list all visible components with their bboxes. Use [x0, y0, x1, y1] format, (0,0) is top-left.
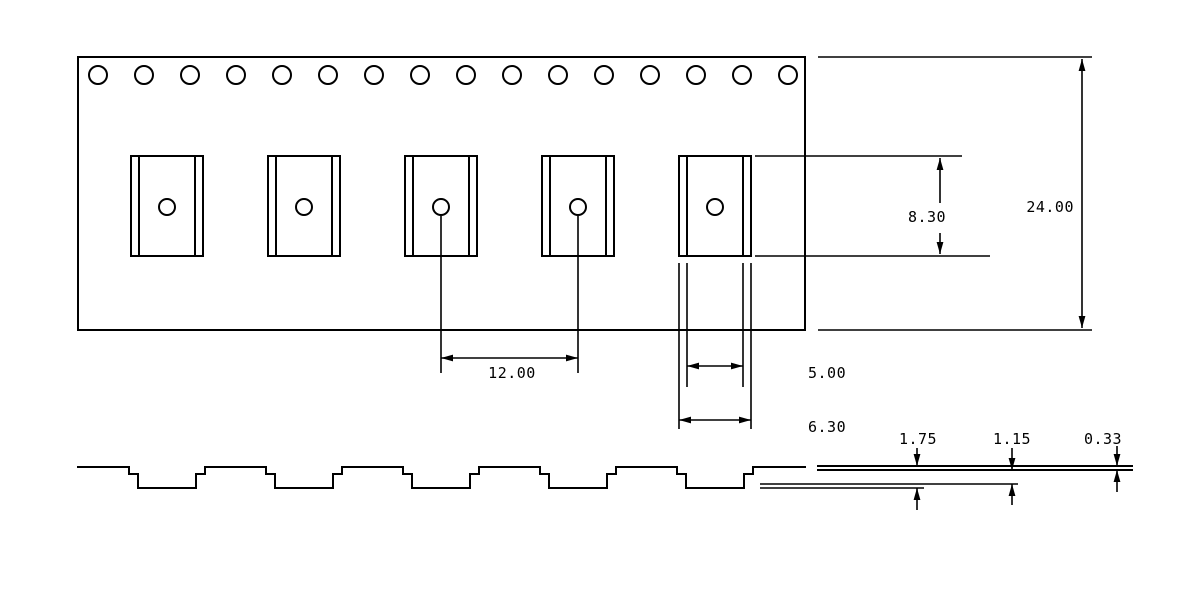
dim-label-inner-depth: 1.15 — [993, 430, 1031, 448]
pocket — [130, 155, 204, 257]
dim-label-pocket-depth: 1.75 — [899, 430, 937, 448]
pocket-outline — [678, 155, 752, 257]
dim-inner-depth: 1.15 — [993, 430, 1031, 505]
dim-pocket-outer-width: 6.30 — [678, 263, 846, 436]
sprocket-hole — [226, 65, 246, 85]
sprocket-hole — [272, 65, 292, 85]
pocket-center-hole — [295, 198, 313, 216]
sprocket-hole — [548, 65, 568, 85]
dim-pocket-pitch: 12.00 — [440, 216, 579, 382]
dim-label-pocket-inner-width: 5.00 — [808, 364, 846, 382]
dim-label-pocket-outer-width: 6.30 — [808, 418, 846, 436]
sprocket-hole-row — [88, 65, 798, 85]
dim-label-pocket-pitch: 12.00 — [488, 364, 536, 382]
tape-section-profile — [77, 466, 806, 489]
dim-pocket-inner-width: 5.00 — [686, 263, 846, 387]
dim-pocket-depth: 1.75 — [899, 430, 937, 510]
side-view — [77, 465, 1133, 489]
sprocket-hole — [686, 65, 706, 85]
sprocket-hole — [594, 65, 614, 85]
sprocket-hole — [732, 65, 752, 85]
pocket-center-hole — [706, 198, 724, 216]
dim-tape-thickness: 0.33 — [1084, 430, 1122, 492]
dim-label-pocket-span: 8.30 — [908, 208, 946, 226]
sprocket-hole — [502, 65, 522, 85]
pocket-center-hole — [432, 198, 450, 216]
pocket-outline — [267, 155, 341, 257]
sprocket-hole — [180, 65, 200, 85]
sprocket-hole — [640, 65, 660, 85]
sprocket-hole — [364, 65, 384, 85]
pocket — [267, 155, 341, 257]
pocket — [678, 155, 752, 257]
sprocket-hole — [778, 65, 798, 85]
pocket-outline — [130, 155, 204, 257]
sprocket-hole — [318, 65, 338, 85]
dim-tape-width: 24.00 — [818, 56, 1092, 331]
sprocket-hole — [134, 65, 154, 85]
dim-label-tape-width: 24.00 — [1026, 198, 1074, 216]
sprocket-hole — [456, 65, 476, 85]
sprocket-hole — [410, 65, 430, 85]
sprocket-hole — [88, 65, 108, 85]
pocket-center-hole — [569, 198, 587, 216]
pocket-center-hole — [158, 198, 176, 216]
dim-label-tape-thickness: 0.33 — [1084, 430, 1122, 448]
dim-pocket-span: 8.30 — [755, 155, 990, 257]
